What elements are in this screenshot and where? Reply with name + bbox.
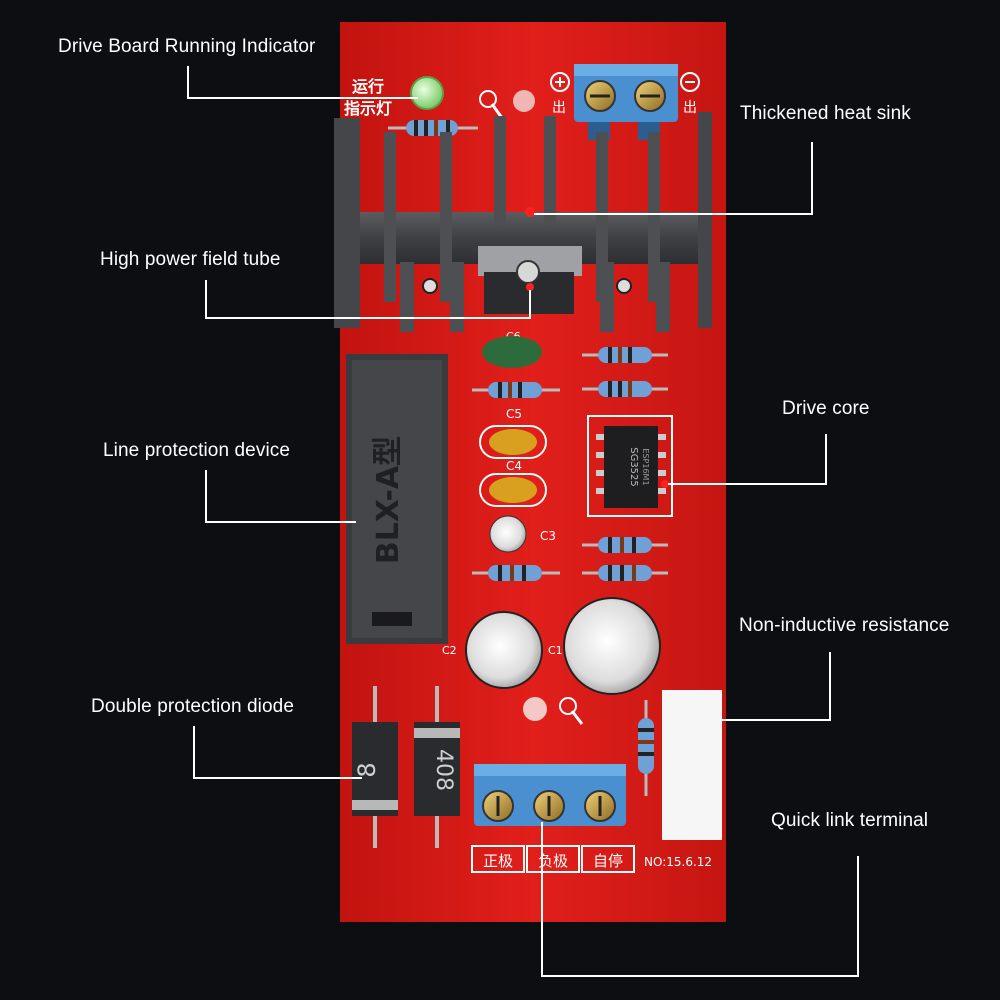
drive-core-chip bbox=[587, 415, 673, 517]
leader-non-inductive bbox=[722, 652, 831, 721]
minus-symbol bbox=[680, 72, 700, 92]
chip-text-1: SG3525 bbox=[628, 447, 639, 487]
heat-sink bbox=[334, 112, 712, 332]
label-double-diode: Double protection diode bbox=[91, 696, 294, 717]
mounting-pad-bottom bbox=[523, 697, 547, 721]
drive-core-pointer-dot bbox=[661, 480, 669, 488]
leader-drive-core bbox=[668, 434, 827, 485]
cap-c2-label: C2 bbox=[442, 644, 457, 657]
protector-text: BLX-A型 bbox=[371, 436, 406, 564]
label-quick-link: Quick link terminal bbox=[771, 810, 929, 831]
protection-diode-left bbox=[352, 686, 398, 848]
resistor-row-2 bbox=[582, 381, 668, 397]
cap-c1-label: C1 bbox=[548, 644, 563, 657]
cap-c3-label: C3 bbox=[540, 529, 556, 543]
label-drive-core: Drive core bbox=[782, 398, 870, 419]
screw-icon-bottom bbox=[559, 697, 584, 725]
cap-c2 bbox=[465, 611, 543, 689]
minus-output-text: 出 bbox=[683, 100, 697, 116]
resistor-low-1 bbox=[582, 537, 668, 553]
screw-icon-top bbox=[479, 90, 504, 119]
resistor-low-2 bbox=[582, 565, 668, 581]
line-protection-device bbox=[346, 354, 448, 644]
resistor-row-1 bbox=[582, 347, 668, 363]
leader-double-diode bbox=[193, 726, 362, 779]
field-tube-pointer-dot bbox=[526, 283, 534, 291]
cap-c4-label: C4 bbox=[506, 459, 522, 473]
quick-link-terminal bbox=[474, 764, 626, 826]
terminal-self-text: 自停 bbox=[593, 852, 623, 870]
terminal-neg-text: 负极 bbox=[538, 852, 568, 870]
resistor-vertical bbox=[638, 700, 654, 796]
label-field-tube: High power field tube bbox=[100, 249, 281, 270]
protection-diode-right bbox=[414, 686, 460, 848]
heat-sink-pointer-dot bbox=[525, 207, 535, 217]
cap-c5-label: C5 bbox=[506, 407, 522, 421]
label-non-inductive: Non-inductive resistance bbox=[739, 615, 950, 636]
diode-right-text: 408 bbox=[431, 749, 456, 791]
cap-c5 bbox=[489, 429, 537, 455]
chip-text-2: ESP16M1 bbox=[641, 448, 650, 485]
plus-output-text: 出 bbox=[552, 100, 566, 116]
label-drive-indicator: Drive Board Running Indicator bbox=[58, 36, 316, 57]
board-version-text: NO:15.6.12 bbox=[644, 855, 712, 869]
resistor-low-3 bbox=[472, 565, 560, 581]
leader-heat-sink bbox=[534, 142, 813, 215]
label-heat-sink: Thickened heat sink bbox=[740, 103, 911, 124]
cap-c1 bbox=[563, 597, 661, 695]
non-inductive-resistor bbox=[662, 690, 722, 840]
terminal-pos-text: 正极 bbox=[483, 852, 513, 870]
running-indicator-led bbox=[410, 76, 444, 110]
cap-c3 bbox=[489, 515, 527, 553]
resistor-mid-left bbox=[472, 382, 560, 398]
diode-left-text: 8 bbox=[353, 762, 381, 777]
leader-lines bbox=[187, 66, 859, 977]
leader-line-protection bbox=[205, 470, 356, 523]
label-line-protection: Line protection device bbox=[103, 440, 291, 461]
indicator-text-bottom: 指示灯 bbox=[344, 99, 392, 118]
cap-c4 bbox=[489, 477, 537, 503]
indicator-text-top: 运行 bbox=[352, 77, 384, 96]
leader-field-tube bbox=[205, 280, 531, 319]
leader-quick-link bbox=[541, 822, 859, 977]
mounting-pad-top bbox=[513, 90, 535, 112]
leader-drive-indicator bbox=[187, 66, 418, 99]
plus-symbol bbox=[550, 72, 570, 92]
cap-c6 bbox=[482, 336, 542, 368]
